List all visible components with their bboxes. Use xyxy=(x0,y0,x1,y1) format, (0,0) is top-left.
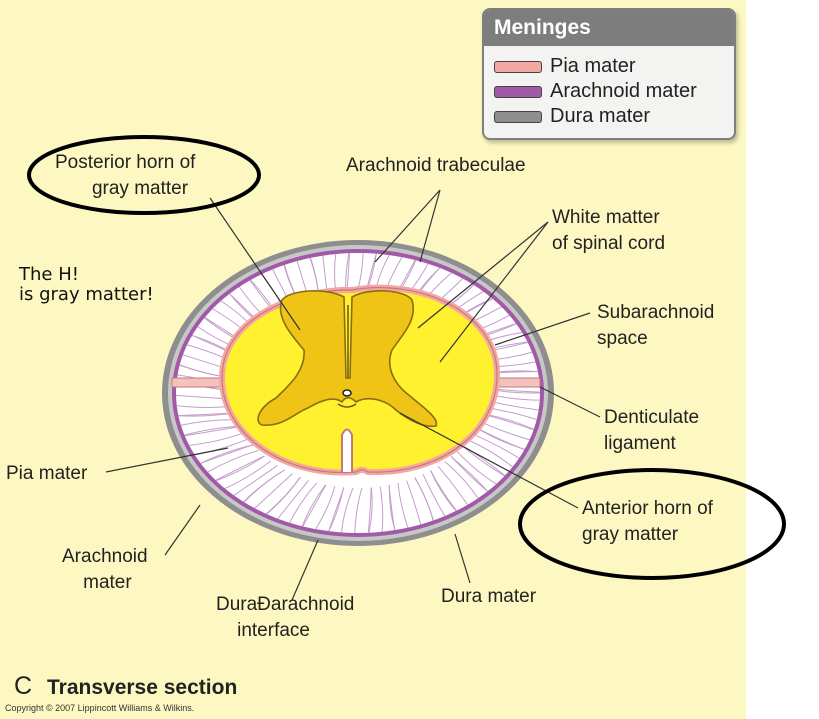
central-canal xyxy=(342,389,352,397)
label-denticulate-ligament: Denticulate ligament xyxy=(604,407,700,454)
legend-label: Dura mater xyxy=(550,105,651,127)
meninges-legend: Meninges Pia mater Arachnoid mater Dura … xyxy=(482,8,736,140)
legend-label: Pia mater xyxy=(550,55,636,77)
panel-letter: C xyxy=(14,672,33,700)
label-arachnoid-trabeculae: Arachnoid trabeculae xyxy=(346,155,526,176)
anterior-median-fissure xyxy=(341,428,353,472)
legend-item-arachnoid: Arachnoid mater xyxy=(494,79,697,103)
gray-matter-h xyxy=(257,290,438,428)
label-anterior-horn: Anterior horn of gray matter xyxy=(582,498,713,545)
label-subarachnoid-space: Subarachnoid space xyxy=(597,302,715,349)
legend-item-dura: Dura mater xyxy=(494,104,650,128)
dura-swatch xyxy=(494,110,542,123)
legend-item-pia: Pia mater xyxy=(494,54,636,78)
pia-swatch xyxy=(494,60,542,73)
label-dura-mater: Dura mater xyxy=(441,586,537,607)
label-white-matter: White matter of spinal cord xyxy=(552,207,666,254)
legend-label: Arachnoid mater xyxy=(550,80,697,102)
diagram-canvas: Meninges Pia mater Arachnoid mater Dura … xyxy=(0,0,746,719)
annotation-note: The H! is gray matter! xyxy=(19,264,154,305)
arachnoid-trabeculae-lines xyxy=(176,253,540,533)
legend-title: Meninges xyxy=(484,10,734,46)
label-pia-mater: Pia mater xyxy=(6,463,88,484)
label-dura-arachnoid-interface: DuraĐarachnoid interface xyxy=(216,594,355,641)
panel-title: Transverse section xyxy=(47,676,238,699)
label-arachnoid-mater: Arachnoid mater xyxy=(62,546,148,593)
label-posterior-horn: Posterior horn of gray matter xyxy=(55,152,196,199)
spinal-cord-figure xyxy=(105,189,601,601)
arachnoid-swatch xyxy=(494,85,542,98)
copyright-text: Copyright © 2007 Lippincott Williams & W… xyxy=(5,703,195,713)
